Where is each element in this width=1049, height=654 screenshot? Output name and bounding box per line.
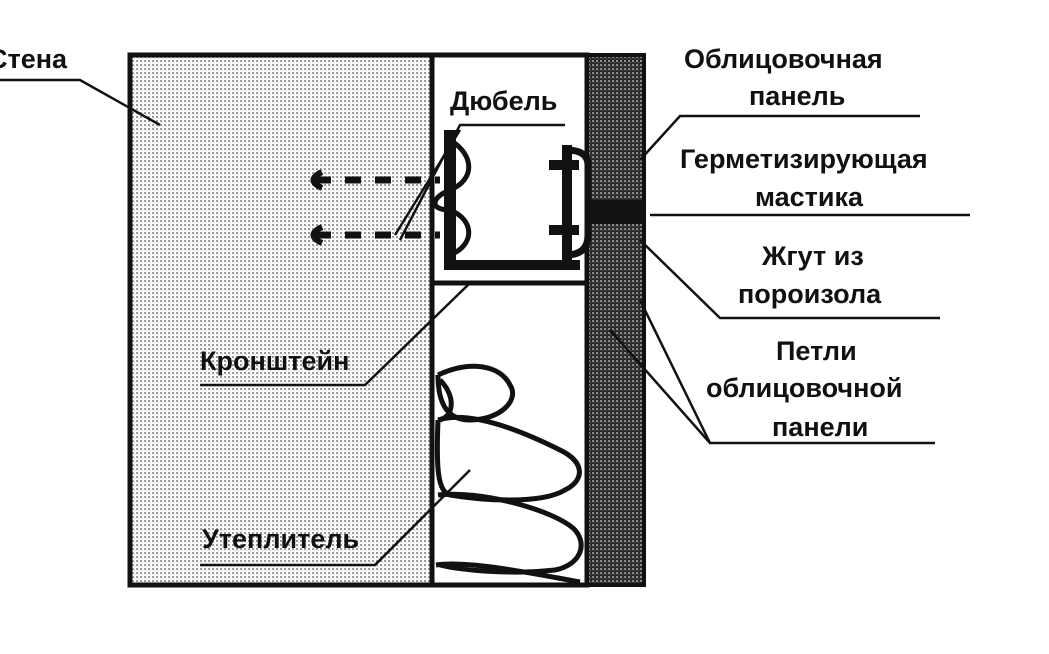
label-bracket: Кронштейн — [200, 346, 349, 376]
dowel-upper-loop — [432, 137, 472, 213]
label-sealant-1: Герметизирующая — [680, 144, 928, 174]
label-panel-loops-3: панели — [772, 412, 868, 442]
label-panel-loops-1: Петли — [776, 336, 857, 366]
label-cladding-panel-2: панель — [749, 81, 845, 111]
label-foam-cord-2: пороизола — [738, 279, 882, 309]
cladding-panel — [585, 53, 646, 587]
wall-block — [127, 52, 435, 588]
insulation-wool — [434, 363, 584, 585]
panel-loop-hook — [565, 146, 592, 259]
insulation-zone — [429, 280, 590, 588]
dowel-lower-loop — [448, 207, 472, 258]
bracket-plate-tab-bottom — [549, 225, 579, 235]
label-sealant-2: мастика — [755, 182, 864, 212]
label-panel-loops-2: облицовочной — [706, 373, 902, 403]
bracket-plate — [562, 145, 572, 265]
label-insulation: Утеплитель — [202, 524, 359, 554]
sealant-strip — [587, 200, 644, 224]
label-wall: Стена — [0, 44, 68, 74]
bracket-plate-tab-top — [549, 160, 579, 170]
leader-lines — [0, 78, 970, 567]
label-foam-cord-1: Жгут из — [761, 241, 864, 271]
dowel-upper-tip — [310, 169, 324, 191]
label-dowel: Дюбель — [450, 86, 557, 116]
dowel-lower-tip — [310, 224, 324, 246]
label-cladding-panel-1: Облицовочная — [684, 44, 883, 74]
